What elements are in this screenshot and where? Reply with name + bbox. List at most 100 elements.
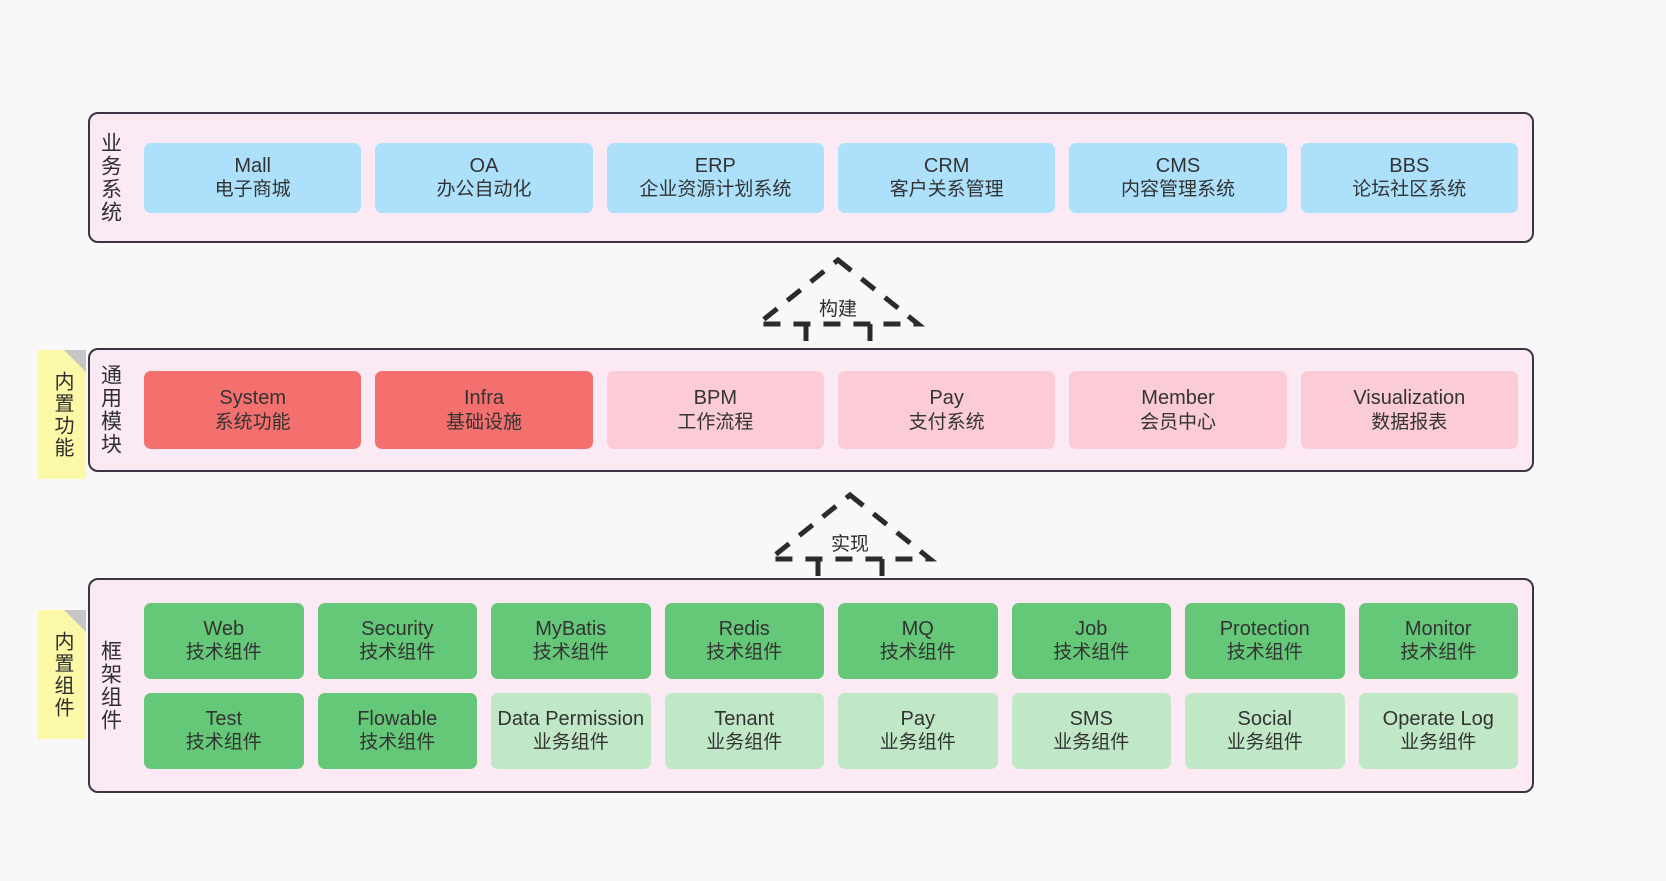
realize-relationship-arrow: 实现 xyxy=(760,487,940,587)
card-name: Pay xyxy=(929,387,964,410)
card-name: ERP xyxy=(694,154,736,177)
card-desc: 系统功能 xyxy=(214,411,291,433)
card-desc: 技术组件 xyxy=(532,642,609,664)
card-desc: 业务组件 xyxy=(1400,732,1477,754)
card-desc: 技术组件 xyxy=(879,642,956,664)
card-name: MyBatis xyxy=(535,617,607,640)
framework-card-protection[interactable]: Protection 技术组件 xyxy=(1185,602,1345,679)
module-card-pay[interactable]: Pay 支付系统 xyxy=(837,371,1056,449)
card-name: Social xyxy=(1237,707,1292,730)
card-desc: 企业资源计划系统 xyxy=(639,179,792,201)
card-name: CRM xyxy=(923,154,970,177)
card-desc: 内容管理系统 xyxy=(1120,179,1235,201)
card-name: OA xyxy=(469,154,499,177)
page-fold-icon xyxy=(64,610,86,632)
business-card-cms[interactable]: CMS 内容管理系统 xyxy=(1069,142,1287,213)
card-name: MQ xyxy=(901,617,934,640)
framework-card-redis[interactable]: Redis 技术组件 xyxy=(664,602,824,679)
business-system-layer: 业务系统 Mall 电子商城 OA 办公自动化 ERP 企业资源计划系统 CRM… xyxy=(88,112,1534,243)
card-name: Data Permission xyxy=(497,707,645,730)
framework-component-layer-title: 框架组件 xyxy=(98,639,122,732)
card-desc: 工作流程 xyxy=(677,411,754,433)
module-card-visualization[interactable]: Visualization 数据报表 xyxy=(1300,371,1518,449)
card-desc: 技术组件 xyxy=(359,642,436,664)
card-name: Monitor xyxy=(1404,617,1472,640)
card-name: Mall xyxy=(234,154,271,177)
card-name: BBS xyxy=(1389,154,1430,177)
framework-card-job[interactable]: Job 技术组件 xyxy=(1011,602,1171,679)
business-card-crm[interactable]: CRM 客户关系管理 xyxy=(837,142,1056,213)
common-module-layer: 通用模块 System 系统功能 Infra 基础设施 BPM 工作流程 Pay… xyxy=(88,348,1534,472)
card-name: System xyxy=(219,387,286,410)
business-system-cards: Mall 电子商城 OA 办公自动化 ERP 企业资源计划系统 CRM 客户关系… xyxy=(130,114,1532,241)
card-name: CMS xyxy=(1155,154,1201,177)
business-card-erp[interactable]: ERP 企业资源计划系统 xyxy=(606,142,824,213)
card-name: Protection xyxy=(1219,617,1310,640)
framework-card-data-permission[interactable]: Data Permission 业务组件 xyxy=(491,692,651,769)
framework-row-business: Test 技术组件 Flowable 技术组件 Data Permission … xyxy=(144,692,1518,769)
card-desc: 业务组件 xyxy=(1053,732,1130,754)
module-card-infra[interactable]: Infra 基础设施 xyxy=(375,371,593,449)
card-name: Operate Log xyxy=(1382,707,1494,730)
framework-card-tenant[interactable]: Tenant 业务组件 xyxy=(664,692,824,769)
build-relationship-arrow: 构建 xyxy=(748,252,928,352)
card-desc: 技术组件 xyxy=(1053,642,1130,664)
framework-card-social[interactable]: Social 业务组件 xyxy=(1185,692,1345,769)
framework-card-monitor[interactable]: Monitor 技术组件 xyxy=(1358,602,1518,679)
framework-card-security[interactable]: Security 技术组件 xyxy=(317,602,477,679)
framework-card-web[interactable]: Web 技术组件 xyxy=(144,602,304,679)
card-name: Pay xyxy=(900,707,935,730)
card-desc: 技术组件 xyxy=(706,642,783,664)
framework-card-pay[interactable]: Pay 业务组件 xyxy=(838,692,998,769)
common-module-layer-title: 通用模块 xyxy=(98,364,122,456)
card-desc: 支付系统 xyxy=(908,411,985,433)
card-name: Job xyxy=(1075,617,1108,640)
card-desc: 技术组件 xyxy=(1226,642,1303,664)
framework-card-sms[interactable]: SMS 业务组件 xyxy=(1011,692,1171,769)
card-name: Security xyxy=(361,617,434,640)
framework-card-mq[interactable]: MQ 技术组件 xyxy=(838,602,998,679)
card-desc: 会员中心 xyxy=(1139,411,1216,433)
card-desc: 电子商城 xyxy=(214,179,291,201)
card-desc: 论坛社区系统 xyxy=(1352,179,1467,201)
card-desc: 技术组件 xyxy=(185,732,262,754)
card-desc: 数据报表 xyxy=(1371,411,1448,433)
builtin-function-note: 内置功能 xyxy=(38,350,86,479)
page-fold-icon xyxy=(64,350,86,372)
business-card-bbs[interactable]: BBS 论坛社区系统 xyxy=(1300,142,1518,213)
card-desc: 技术组件 xyxy=(359,732,436,754)
card-name: Web xyxy=(203,617,245,640)
builtin-component-note: 内置组件 xyxy=(38,610,86,739)
framework-card-flowable[interactable]: Flowable 技术组件 xyxy=(317,692,477,769)
business-card-mall[interactable]: Mall 电子商城 xyxy=(144,142,362,213)
card-desc: 技术组件 xyxy=(185,642,262,664)
framework-row-technical: Web 技术组件 Security 技术组件 MyBatis 技术组件 Redi… xyxy=(144,602,1518,679)
module-card-member[interactable]: Member 会员中心 xyxy=(1069,371,1287,449)
business-card-oa[interactable]: OA 办公自动化 xyxy=(375,142,593,213)
common-module-cards: System 系统功能 Infra 基础设施 BPM 工作流程 Pay 支付系统… xyxy=(130,350,1532,470)
builtin-component-note-label: 内置组件 xyxy=(51,630,73,719)
framework-card-operate-log[interactable]: Operate Log 业务组件 xyxy=(1358,692,1518,769)
card-name: Tenant xyxy=(714,707,775,730)
card-desc: 基础设施 xyxy=(445,411,522,433)
card-name: Test xyxy=(205,707,243,730)
framework-card-mybatis[interactable]: MyBatis 技术组件 xyxy=(491,602,651,679)
card-name: BPM xyxy=(693,387,737,410)
card-name: Redis xyxy=(718,617,770,640)
module-card-system[interactable]: System 系统功能 xyxy=(144,371,362,449)
card-name: Flowable xyxy=(357,707,438,730)
card-desc: 业务组件 xyxy=(879,732,956,754)
module-card-bpm[interactable]: BPM 工作流程 xyxy=(606,371,824,449)
framework-card-test[interactable]: Test 技术组件 xyxy=(144,692,304,769)
card-name: SMS xyxy=(1069,707,1113,730)
card-desc: 业务组件 xyxy=(532,732,609,754)
card-desc: 客户关系管理 xyxy=(889,179,1004,201)
card-name: Visualization xyxy=(1353,387,1466,410)
framework-component-cards: Web 技术组件 Security 技术组件 MyBatis 技术组件 Redi… xyxy=(130,580,1532,791)
card-desc: 业务组件 xyxy=(706,732,783,754)
build-arrow-label: 构建 xyxy=(818,299,858,320)
card-name: Infra xyxy=(463,387,504,410)
card-desc: 技术组件 xyxy=(1400,642,1477,664)
card-desc: 业务组件 xyxy=(1226,732,1303,754)
business-system-layer-title: 业务系统 xyxy=(98,131,122,224)
